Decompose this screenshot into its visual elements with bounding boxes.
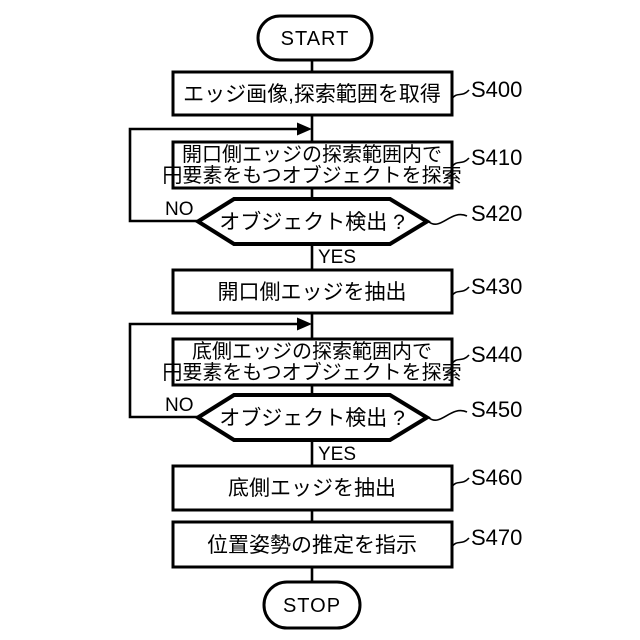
s430-reference-squiggle xyxy=(451,286,470,297)
s440-step-label: S440 xyxy=(471,342,522,367)
arrowhead-loop-s420 xyxy=(297,122,312,136)
s400-text: エッジ画像,探索範囲を取得 xyxy=(183,83,441,106)
s420-reference-squiggle xyxy=(428,213,468,225)
s410-text-line1: 開口側エッジの探索範囲内で xyxy=(182,143,442,166)
stop-label: STOP xyxy=(283,595,341,617)
s410-process-shape xyxy=(171,140,454,190)
s450-step-label: S450 xyxy=(471,397,522,422)
s410-text-line2: 円要素をもつオブジェクトを探索 xyxy=(162,163,461,187)
node-s410: 開口側エッジの探索範囲内で 円要素をもつオブジェクトを探索 S410 xyxy=(162,140,522,190)
s420-yes-label: YES xyxy=(318,247,356,268)
s450-no-label: NO xyxy=(165,395,194,416)
node-s440: 底側エッジの探索範囲内で 円要素をもつオブジェクトを探索 S440 xyxy=(162,337,522,387)
s460-reference-squiggle xyxy=(451,477,470,488)
s470-reference-squiggle xyxy=(451,537,470,548)
node-start: START xyxy=(256,14,374,62)
node-s420: オブジェクト検出 ? NO YES S420 xyxy=(165,197,522,268)
s450-reference-squiggle xyxy=(428,409,468,421)
node-s470: 位置姿勢の推定を指示 S470 xyxy=(171,520,522,569)
s400-step-label: S400 xyxy=(471,77,522,102)
s420-question-text: オブジェクト検出 ? xyxy=(219,211,405,234)
s440-reference-squiggle xyxy=(451,354,470,365)
s430-step-label: S430 xyxy=(471,274,522,299)
node-s450: オブジェクト検出 ? NO YES S450 xyxy=(165,393,522,465)
s450-yes-label: YES xyxy=(318,444,356,465)
s470-step-label: S470 xyxy=(471,525,522,550)
s420-no-label: NO xyxy=(165,199,194,220)
s400-process-shape xyxy=(171,70,454,117)
s460-text: 底側エッジを抽出 xyxy=(228,477,396,500)
s430-process-shape xyxy=(171,268,454,315)
s420-decision-shape xyxy=(194,197,431,246)
start-terminator-shape xyxy=(256,14,374,62)
s450-question-text: オブジェクト検出 ? xyxy=(219,407,405,430)
stop-terminator-shape xyxy=(262,580,362,630)
s410-reference-squiggle xyxy=(451,157,470,168)
start-label: START xyxy=(281,28,350,50)
s460-step-label: S460 xyxy=(471,465,522,490)
s440-text-line2: 円要素をもつオブジェクトを探索 xyxy=(162,360,461,384)
s420-step-label: S420 xyxy=(471,201,522,226)
s470-text: 位置姿勢の推定を指示 xyxy=(207,534,417,557)
node-s400: エッジ画像,探索範囲を取得 S400 xyxy=(171,70,522,117)
s450-decision-shape xyxy=(194,393,431,442)
s410-step-label: S410 xyxy=(471,145,522,170)
s470-process-shape xyxy=(171,520,454,569)
s400-reference-squiggle xyxy=(451,89,470,100)
arrowhead-loop-s450 xyxy=(297,317,312,331)
node-s460: 底側エッジを抽出 S460 xyxy=(171,464,522,512)
no-loop-line-s450 xyxy=(128,322,300,419)
s460-process-shape xyxy=(171,464,454,512)
s440-text-line1: 底側エッジの探索範囲内で xyxy=(192,340,432,363)
s430-text: 開口側エッジを抽出 xyxy=(218,281,407,304)
node-s430: 開口側エッジを抽出 S430 xyxy=(171,268,522,315)
s440-process-shape xyxy=(171,337,454,387)
no-loop-line-s420 xyxy=(128,127,300,223)
node-stop: STOP xyxy=(262,580,362,630)
